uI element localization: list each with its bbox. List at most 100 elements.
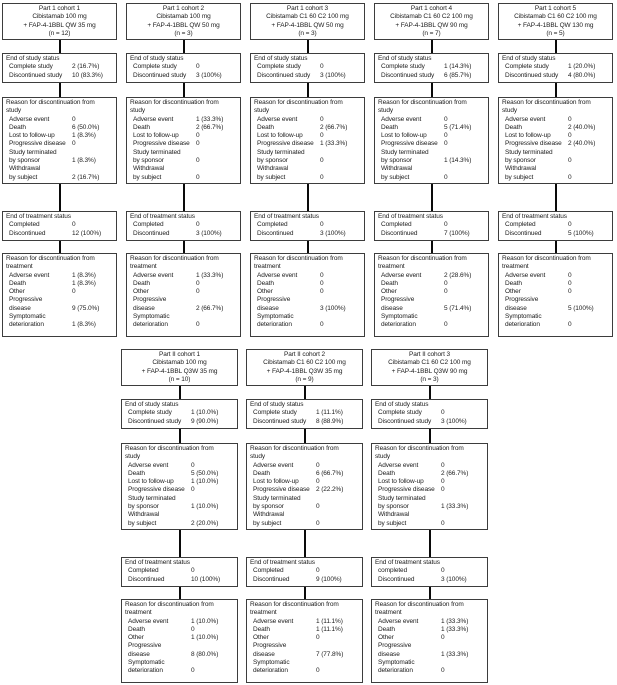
row-label: Progressive <box>9 296 43 304</box>
data-row: Study terminated <box>125 495 234 503</box>
data-row: Discontinued 10 (100%) <box>125 576 234 584</box>
row-value: 3 (100%) <box>196 71 222 79</box>
row-value: 0 <box>320 321 324 329</box>
row-value: 0 <box>441 409 445 417</box>
row-value: 5 (100%) <box>568 229 594 237</box>
row-value: 9 (100%) <box>316 575 342 583</box>
row-label: Discontinued <box>128 575 165 583</box>
row-label: Other <box>378 634 394 642</box>
cohort-n-count: (n = 9) <box>295 375 314 383</box>
row-value: 1 (33.3%) <box>441 625 469 633</box>
row-label: Progressive <box>257 296 291 304</box>
row-label: Progressive <box>128 642 162 650</box>
row-label: Complete study <box>378 409 422 417</box>
cohort-title: Part II cohort 1 <box>158 350 201 358</box>
cohort-header-box: Part 1 cohort 1 Cibistamab 100 mg + FAP-… <box>2 3 117 40</box>
data-row: Symptomatic <box>378 313 485 321</box>
row-value: 0 <box>568 279 572 287</box>
cohort-title: Part 1 cohort 1 <box>38 4 81 12</box>
row-label: Adverse event <box>505 115 546 123</box>
connector-line <box>428 429 431 443</box>
row-value: 9 (90.0%) <box>191 417 219 425</box>
row-label: Complete study <box>381 63 425 71</box>
row-label: Adverse event <box>378 617 419 625</box>
row-value: 2 (20.0%) <box>191 519 219 527</box>
row-value: 0 <box>196 157 200 165</box>
row-label: Progressive disease <box>9 140 66 148</box>
row-value: 0 <box>316 567 320 575</box>
cohort-n-count: (n = 3) <box>298 29 317 37</box>
data-row: Complete study 0 <box>375 409 484 417</box>
row-label: Symptomatic <box>9 313 46 321</box>
row-value: 9 (75.0%) <box>72 304 100 312</box>
row-label: Lost to follow-up <box>257 132 303 140</box>
row-value: 0 <box>72 115 76 123</box>
row-value: 0 <box>568 321 572 329</box>
row-value: 0 <box>444 140 448 148</box>
data-row: Symptomatic <box>254 313 361 321</box>
row-label: Discontinued <box>257 229 294 237</box>
row-value: 1 (33.3%) <box>196 271 224 279</box>
data-row: Progressive <box>254 296 361 304</box>
connector-line <box>430 40 433 53</box>
connector-line <box>58 241 61 253</box>
row-label: Other <box>505 288 521 296</box>
row-value <box>191 659 234 667</box>
reason-discontinuation-treatment-title: Reason for discontinuation from treatmen… <box>375 601 464 617</box>
row-value: 1 (8.3%) <box>72 279 96 287</box>
row-value: 0 <box>316 667 320 675</box>
row-value: 0 <box>568 221 572 229</box>
row-value: 0 <box>316 519 320 527</box>
row-label: Discontinued study <box>381 71 435 79</box>
row-value: 10 (100%) <box>191 575 221 583</box>
connector-line <box>178 530 181 557</box>
row-value: 0 <box>441 567 445 575</box>
connector-line <box>306 83 309 97</box>
cohort-dose-line-1: Cibistamab C1 60 C2 100 mg <box>390 13 473 21</box>
data-row: Progressive <box>502 296 609 304</box>
row-label: Completed <box>253 567 284 575</box>
row-value: 1 (10.0%) <box>191 634 219 642</box>
row-label: Adverse event <box>133 271 174 279</box>
row-label: deterioration <box>133 321 168 329</box>
data-row: Withdrawal <box>254 165 361 173</box>
row-value: 5 (50.0%) <box>191 469 219 477</box>
reason-discontinuation-treatment-title: Reason for discontinuation from treatmen… <box>130 255 219 271</box>
row-label: Complete study <box>257 63 301 71</box>
row-value: 0 <box>191 486 195 494</box>
data-row: Symptomatic <box>125 659 234 667</box>
row-label: Completed <box>505 221 536 229</box>
row-label: Symptomatic <box>128 659 165 667</box>
connector-line <box>58 40 61 53</box>
row-label: disease <box>378 650 400 658</box>
